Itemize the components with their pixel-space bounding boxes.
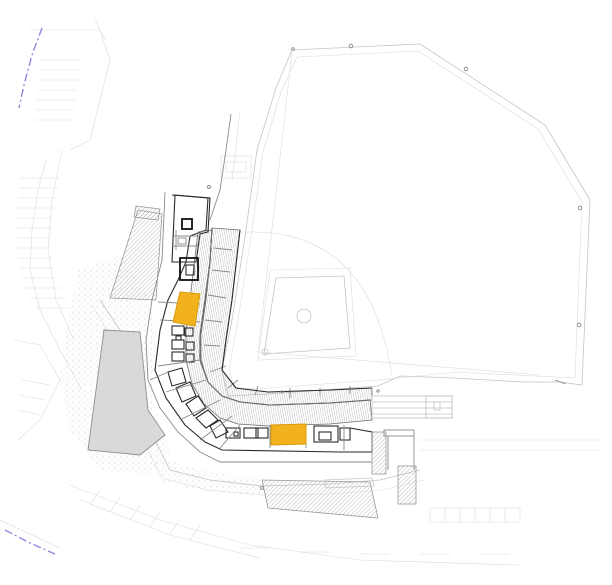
bullpen [220, 155, 252, 179]
building-south [261, 479, 379, 519]
concourse-rooms [167, 325, 351, 443]
bullpen-mound [225, 161, 247, 173]
light-pole-icon [463, 66, 469, 72]
seating-aisles [203, 247, 351, 398]
building-south-canopy [324, 477, 375, 489]
highlighted-rooms [172, 291, 307, 446]
parking-lot-south [0, 439, 600, 566]
infield-arc [245, 231, 393, 377]
tree-marker-icon [376, 389, 380, 393]
service-drive [209, 113, 232, 221]
highlight-room-home-side [270, 423, 307, 446]
landscape-planting-south [150, 455, 262, 495]
outfield-wall [221, 43, 591, 397]
north-room-lines [172, 230, 200, 250]
seating-bowl-upper [199, 227, 373, 406]
light-pole-icon [291, 47, 295, 51]
warning-track [228, 50, 583, 390]
light-pole-icon [348, 43, 354, 49]
outbuildings [87, 205, 379, 519]
tree-marker-icon [207, 185, 211, 189]
light-pole-icon [577, 205, 583, 211]
building-west-lower [87, 329, 166, 456]
east-bleachers [371, 395, 453, 419]
home-plate-icon [261, 348, 269, 356]
stair-core-north-2 [179, 257, 199, 281]
building-west-upper [109, 209, 163, 301]
infield-diamond [263, 275, 351, 355]
survey-line-west [18, 27, 43, 109]
concourse-partitions [149, 301, 345, 450]
concourse-outer-edge [154, 194, 373, 453]
north-pavilion [171, 194, 211, 263]
field-wall [221, 229, 373, 393]
elevator-core [185, 264, 195, 276]
stadium [145, 185, 453, 505]
concourse-outer-edge-2 [145, 191, 372, 463]
tree-marker-icon [260, 486, 264, 490]
pitchers-mound-icon [296, 308, 312, 324]
ballfield [220, 43, 591, 397]
corner-marker [554, 379, 567, 385]
tree-marker-icon [280, 390, 284, 394]
highlight-room-first-base-side [172, 291, 201, 327]
service-drive-edge [231, 111, 241, 181]
foul-line-right [257, 351, 541, 376]
light-pole-icon [576, 322, 582, 328]
stair-core-north [181, 218, 193, 230]
infield-dirt [257, 267, 357, 361]
stair-southeast [371, 429, 417, 505]
parking-lot-west [13, 19, 111, 441]
stair-west [133, 205, 161, 221]
survey-line-southwest [4, 529, 56, 555]
foul-line-left [257, 51, 293, 353]
